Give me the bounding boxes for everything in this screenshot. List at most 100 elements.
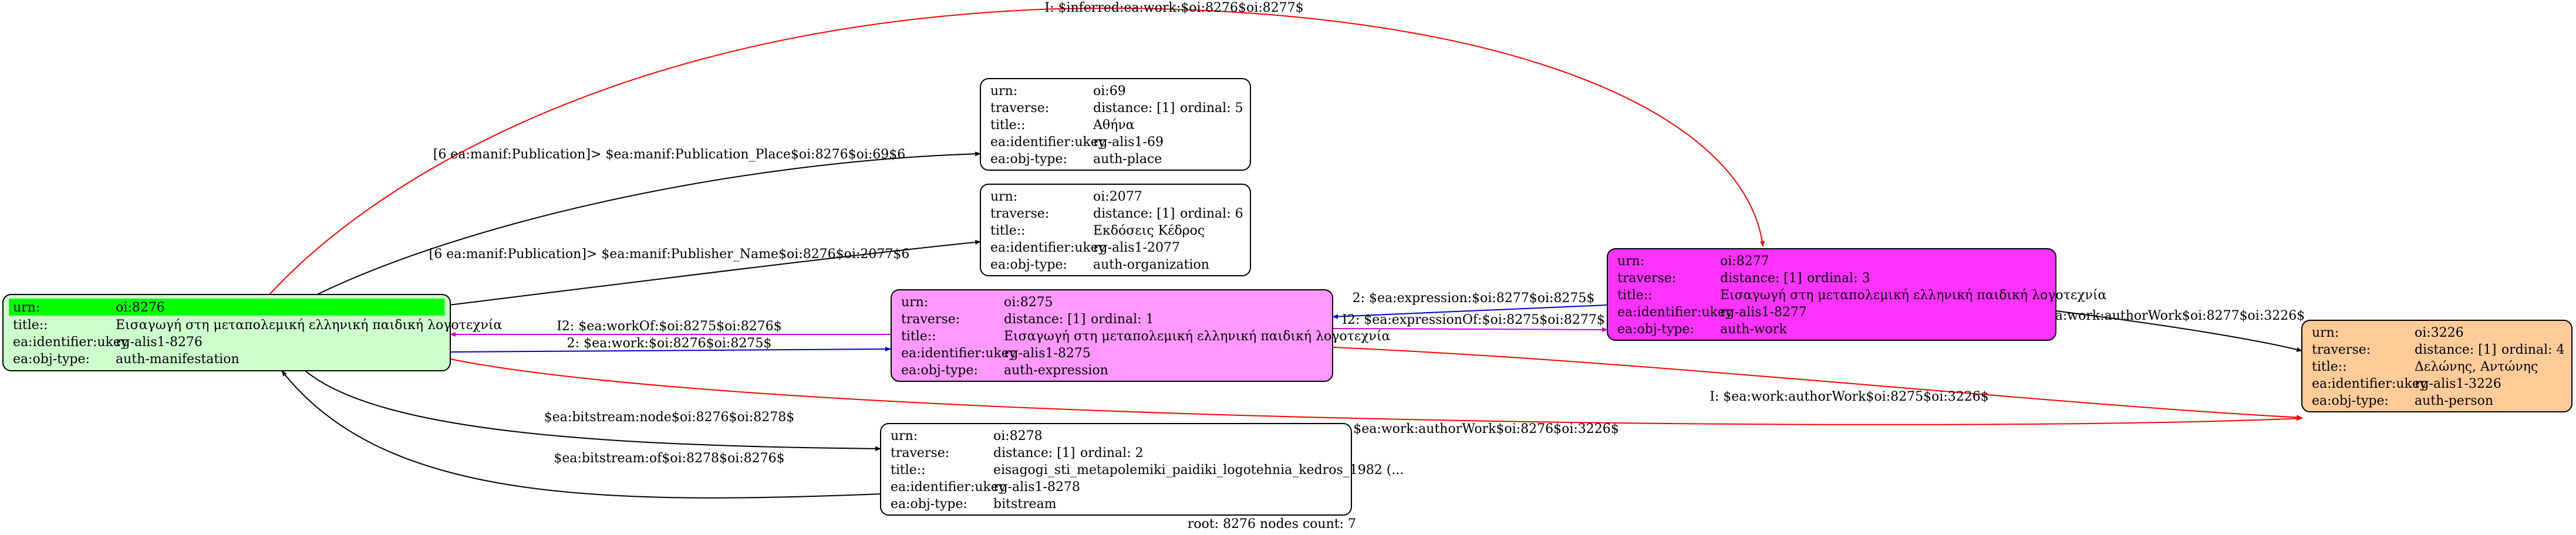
edge-label-expression: 2: $ea:expression:$oi:8277$oi:8275$ bbox=[1353, 291, 1595, 306]
node-2077-row-1-ord: ordinal: 6 bbox=[1180, 206, 1243, 221]
node-3226-box bbox=[2301, 320, 2572, 412]
edge-label-work: 2: $ea:work:$oi:8276$oi:8275$ bbox=[567, 336, 772, 351]
node-8277-row-1-key: traverse: bbox=[1617, 271, 1676, 286]
edge-label-authorwork-8277: $ea:work:authorWork$oi:8277$oi:3226$ bbox=[2039, 309, 2305, 323]
node-8278-box bbox=[880, 423, 1352, 516]
edge-authorwork-8276[interactable] bbox=[450, 358, 2302, 425]
node-8277-row-2-val: Εισαγωγή στη μεταπολεμική ελληνική παιδι… bbox=[1720, 288, 2107, 303]
node-69-row-1-val: distance: [1] bbox=[1093, 101, 1175, 116]
node-69[interactable]: urn: oi:69 traverse: distance: [1] ordin… bbox=[980, 78, 1251, 171]
node-2077-box bbox=[980, 184, 1251, 276]
node-2077-row-2-key: title:: bbox=[990, 224, 1026, 238]
node-8275-row-3-key: ea:identifier:ukey bbox=[901, 346, 1017, 361]
node-8275-row-2-val: Εισαγωγή στη μεταπολεμική ελληνική παιδι… bbox=[1004, 329, 1391, 344]
node-3226-row-0-val: oi:3226 bbox=[2415, 326, 2464, 340]
node-8276-row-0-key: urn: bbox=[13, 300, 40, 315]
node-3226-row-2-key: title:: bbox=[2312, 360, 2347, 374]
node-8278-row-1-key: traverse: bbox=[891, 446, 949, 460]
node-8275-row-0-key: urn: bbox=[901, 295, 928, 310]
node-69-row-0-key: urn: bbox=[990, 84, 1017, 99]
node-8276-row-1-key: title:: bbox=[13, 318, 48, 333]
node-8278-row-2-key: title:: bbox=[891, 463, 926, 478]
node-2077-row-1-val: distance: [1] bbox=[1093, 206, 1175, 221]
node-2077-row-3-key: ea:identifier:ukey bbox=[990, 241, 1106, 255]
node-3226-row-4-val: auth-person bbox=[2415, 394, 2493, 408]
edge-label-workof: I2: $ea:workOf:$oi:8275$oi:8276$ bbox=[557, 319, 782, 334]
node-69-row-1-ord: ordinal: 5 bbox=[1180, 101, 1243, 116]
footer-summary: root: 8276 nodes count: 7 bbox=[1188, 517, 1356, 531]
node-69-row-3-val: rg-alis1-69 bbox=[1093, 135, 1164, 150]
node-8276-row-2-key: ea:identifier:ukey bbox=[13, 335, 129, 350]
node-3226-row-3-key: ea:identifier:ukey bbox=[2312, 377, 2427, 391]
node-8277-box bbox=[1607, 248, 2056, 341]
edge-authorwork-8275[interactable] bbox=[1332, 347, 2302, 420]
node-8275-row-3-val: rg-alis1-8275 bbox=[1004, 346, 1091, 361]
node-8278-row-4-val: bitstream bbox=[993, 497, 1057, 512]
node-8275-row-1-ord: ordinal: 1 bbox=[1091, 312, 1154, 327]
edge-label-authorwork-8275: I: $ea:work:authorWork$oi:8275$oi:3226$ bbox=[1710, 390, 1989, 404]
edge-expressionof[interactable] bbox=[1332, 327, 1608, 332]
edge-expression[interactable] bbox=[1332, 304, 1608, 319]
node-2077[interactable]: urn: oi:2077 traverse: distance: [1] ord… bbox=[980, 184, 1251, 276]
node-8278-row-1-val: distance: [1] bbox=[993, 446, 1075, 460]
node-8277-row-1-val: distance: [1] bbox=[1720, 271, 1802, 286]
edge-label-publisher: [6 ea:manif:Publication]> $ea:manif:Publ… bbox=[429, 247, 910, 262]
node-8275-row-2-key: title:: bbox=[901, 329, 936, 344]
node-69-row-4-key: ea:obj-type: bbox=[990, 152, 1067, 167]
node-8277-row-0-val: oi:8277 bbox=[1720, 254, 1769, 269]
node-3226[interactable]: urn: oi:3226 traverse: distance: [1] ord… bbox=[2301, 320, 2572, 412]
node-8275-box bbox=[891, 289, 1333, 382]
node-69-row-2-key: title:: bbox=[990, 118, 1026, 133]
node-8277-row-4-val: auth-work bbox=[1720, 322, 1787, 337]
edge-publisher[interactable] bbox=[449, 239, 981, 306]
node-8275-row-1-val: distance: [1] bbox=[1004, 312, 1085, 327]
edge-label-inferred-work: I: $inferred:ea:work:$oi:8276$oi:8277$ bbox=[1044, 1, 1303, 15]
node-8275-row-4-key: ea:obj-type: bbox=[901, 363, 978, 378]
node-8275-row-1-key: traverse: bbox=[901, 312, 960, 327]
node-69-row-3-key: ea:identifier:ukey bbox=[990, 135, 1106, 150]
edge-label-bitstream-node: $ea:bitstream:node$oi:8276$oi:8278$ bbox=[544, 410, 794, 425]
node-8277-row-3-val: rg-alis1-8277 bbox=[1720, 305, 1807, 320]
node-2077-row-4-val: auth-organization bbox=[1093, 258, 1209, 272]
node-69-row-4-val: auth-place bbox=[1093, 152, 1162, 167]
node-2077-row-4-key: ea:obj-type: bbox=[990, 258, 1067, 272]
node-8276-header bbox=[9, 299, 444, 316]
node-8278[interactable]: urn: oi:8278 traverse: distance: [1] ord… bbox=[880, 423, 1404, 516]
node-3226-row-1-key: traverse: bbox=[2312, 343, 2371, 357]
node-8276-row-3-key: ea:obj-type: bbox=[13, 352, 90, 367]
node-8275-row-4-val: auth-expression bbox=[1004, 363, 1108, 378]
node-8276-row-0-val: oi:8276 bbox=[116, 300, 165, 315]
node-2077-row-0-val: oi:2077 bbox=[1093, 189, 1142, 204]
node-8275-row-0-val: oi:8275 bbox=[1004, 295, 1053, 310]
edge-authorwork-8277[interactable] bbox=[2055, 310, 2302, 352]
edge-place[interactable] bbox=[305, 151, 981, 301]
edge-label-expressionof: I2: $ea:expressionOf:$oi:8275$oi:8277$ bbox=[1342, 313, 1605, 327]
node-8277-row-3-key: ea:identifier:ukey bbox=[1617, 305, 1733, 320]
node-3226-row-3-val: rg-alis1-3226 bbox=[2415, 377, 2501, 391]
node-8278-row-1-ord: ordinal: 2 bbox=[1080, 446, 1144, 460]
node-8278-row-4-key: ea:obj-type: bbox=[891, 497, 967, 512]
node-8275[interactable]: urn: oi:8275 traverse: distance: [1] ord… bbox=[891, 289, 1391, 382]
node-8277[interactable]: urn: oi:8277 traverse: distance: [1] ord… bbox=[1607, 248, 2107, 341]
node-3226-row-1-ord: ordinal: 4 bbox=[2501, 343, 2565, 357]
node-69-row-1-key: traverse: bbox=[990, 101, 1049, 116]
node-3226-row-4-key: ea:obj-type: bbox=[2312, 394, 2389, 408]
edge-bitstream-of[interactable] bbox=[281, 370, 881, 499]
edge-label-authorwork-8276: I: $ea:work:authorWork$oi:8276$oi:3226$ bbox=[1340, 422, 1619, 436]
edge-bitstream-node[interactable] bbox=[305, 370, 881, 451]
node-8276[interactable]: urn: oi:8276 title:: Εισαγωγή στη μεταπο… bbox=[2, 294, 503, 371]
node-2077-row-1-key: traverse: bbox=[990, 206, 1049, 221]
node-8277-row-4-key: ea:obj-type: bbox=[1617, 322, 1694, 337]
node-69-row-2-val: Αθήνα bbox=[1093, 118, 1135, 133]
node-2077-row-0-key: urn: bbox=[990, 189, 1017, 204]
node-8278-row-3-val: rg-alis1-8278 bbox=[993, 480, 1080, 495]
edge-label-bitstream-of: $ea:bitstream:of$oi:8278$oi:8276$ bbox=[554, 451, 784, 466]
node-3226-row-2-val: Δελώνης, Αντώνης bbox=[2415, 360, 2538, 374]
node-2077-row-3-val: rg-alis1-2077 bbox=[1093, 241, 1180, 255]
edge-work[interactable] bbox=[450, 347, 891, 353]
node-69-box bbox=[980, 78, 1251, 171]
edge-inferred-work[interactable] bbox=[264, 8, 1765, 301]
node-8278-row-0-val: oi:8278 bbox=[993, 429, 1043, 443]
node-8277-row-0-key: urn: bbox=[1617, 254, 1644, 269]
